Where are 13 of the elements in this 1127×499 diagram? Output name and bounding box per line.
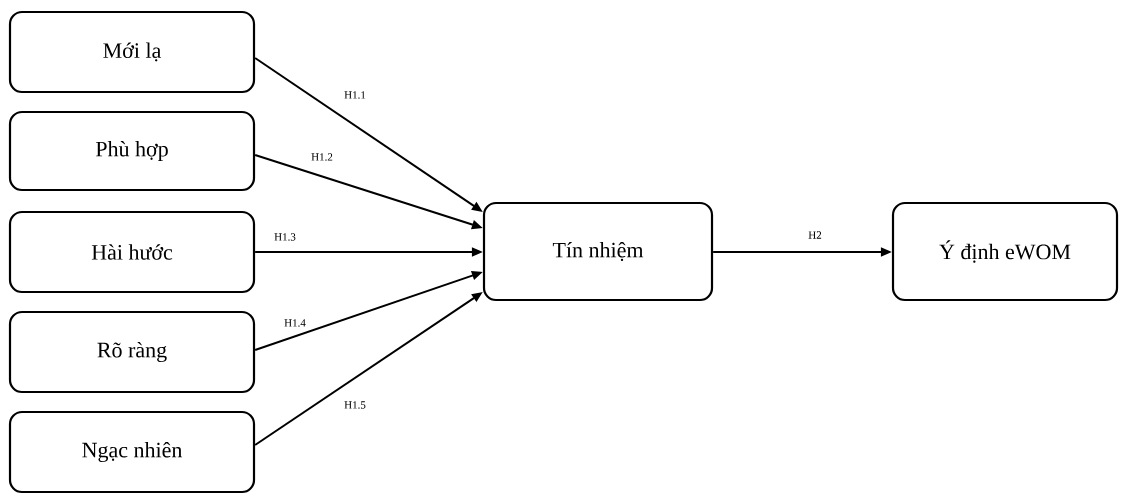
process-box: Phù hợp bbox=[8, 110, 256, 192]
process-box: Ý định eWOM bbox=[891, 201, 1119, 302]
edge-label: H1.5 bbox=[343, 400, 367, 410]
edge-label: H2 bbox=[807, 230, 823, 240]
edge-label: H1.4 bbox=[283, 318, 307, 328]
edge-label: H1.3 bbox=[273, 232, 297, 242]
edge-label: H1.2 bbox=[310, 152, 334, 162]
process-box: Rõ ràng bbox=[8, 310, 256, 394]
process-box: Hài hước bbox=[8, 210, 256, 294]
process-box: Tín nhiệm bbox=[482, 201, 714, 302]
edge-label: H1.1 bbox=[343, 90, 367, 100]
process-box: Ngạc nhiên bbox=[8, 410, 256, 494]
process-box: Mới lạ bbox=[8, 10, 256, 94]
